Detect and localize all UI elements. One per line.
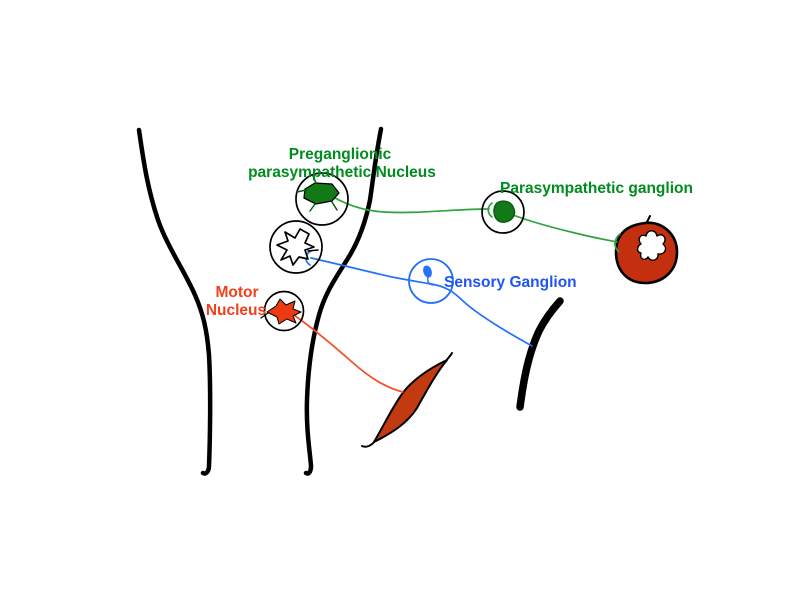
sensory-ganglion-label: Sensory Ganglion bbox=[444, 274, 577, 291]
brainstem-left-edge-line bbox=[136, 127, 213, 476]
preganglionic-axon-terminal-icon bbox=[487, 202, 493, 218]
postganglionic-axon-terminal-icon bbox=[614, 233, 621, 253]
organ-lumen-shape bbox=[636, 230, 667, 261]
sensory-nucleus-neuron-dendrite bbox=[307, 249, 319, 252]
parasympathetic-ganglion-circle bbox=[481, 190, 525, 234]
preganglionic-nucleus-circle bbox=[295, 172, 349, 226]
parasympathetic-ganglion-label: Parasympathetic ganglion bbox=[500, 180, 693, 197]
motor-neuron-body bbox=[266, 298, 302, 325]
sensory-ganglion bbox=[408, 258, 454, 304]
motor-nucleus-circle bbox=[263, 290, 305, 332]
preganglionic-neuron-body bbox=[303, 182, 340, 205]
sensory-neuron-stem bbox=[427, 276, 434, 286]
preganglionic-parasympathetic-axon bbox=[334, 197, 490, 214]
sensory-nucleus-neuron-body bbox=[276, 228, 315, 266]
sensory-nucleus-neuron-icon bbox=[276, 228, 319, 266]
organ-top-tick bbox=[646, 215, 651, 223]
motor-nucleus-label-line2: Nucleus bbox=[206, 302, 266, 319]
preganglionic-nucleus-label-line1: Preganglionic bbox=[289, 146, 392, 163]
muscle-lower-tip bbox=[361, 440, 376, 448]
sensory-axon bbox=[310, 257, 533, 347]
preganglionic-neuron-dendrites bbox=[296, 175, 338, 212]
sensory-neuron-soma-icon bbox=[423, 265, 432, 278]
parasympathetic-ganglion bbox=[481, 190, 525, 234]
motor-axon bbox=[293, 314, 404, 393]
postganglionic-parasympathetic-axon bbox=[512, 214, 618, 243]
muscle bbox=[361, 352, 453, 448]
sensory-ganglion-circle bbox=[408, 258, 454, 304]
muscle-shape bbox=[373, 359, 448, 443]
preganglionic-nucleus-label-line2: parasympathetic Nucleus bbox=[248, 164, 436, 181]
parasympathetic-ganglion-neuron-icon bbox=[493, 200, 516, 223]
sensory-nucleus-circle bbox=[269, 220, 323, 274]
motor-nucleus-label-line1: Motor bbox=[215, 284, 258, 301]
motor-neuron-dendrite bbox=[260, 312, 269, 319]
muscle-upper-tip bbox=[445, 352, 453, 362]
target-organ bbox=[614, 215, 679, 285]
brainstem-right-edge-line bbox=[303, 126, 384, 476]
preganglionic-neuron-icon bbox=[296, 175, 340, 212]
motor-neuron-icon bbox=[260, 298, 302, 325]
skin-surface-line bbox=[516, 297, 564, 411]
brainstem-outline bbox=[136, 126, 384, 476]
